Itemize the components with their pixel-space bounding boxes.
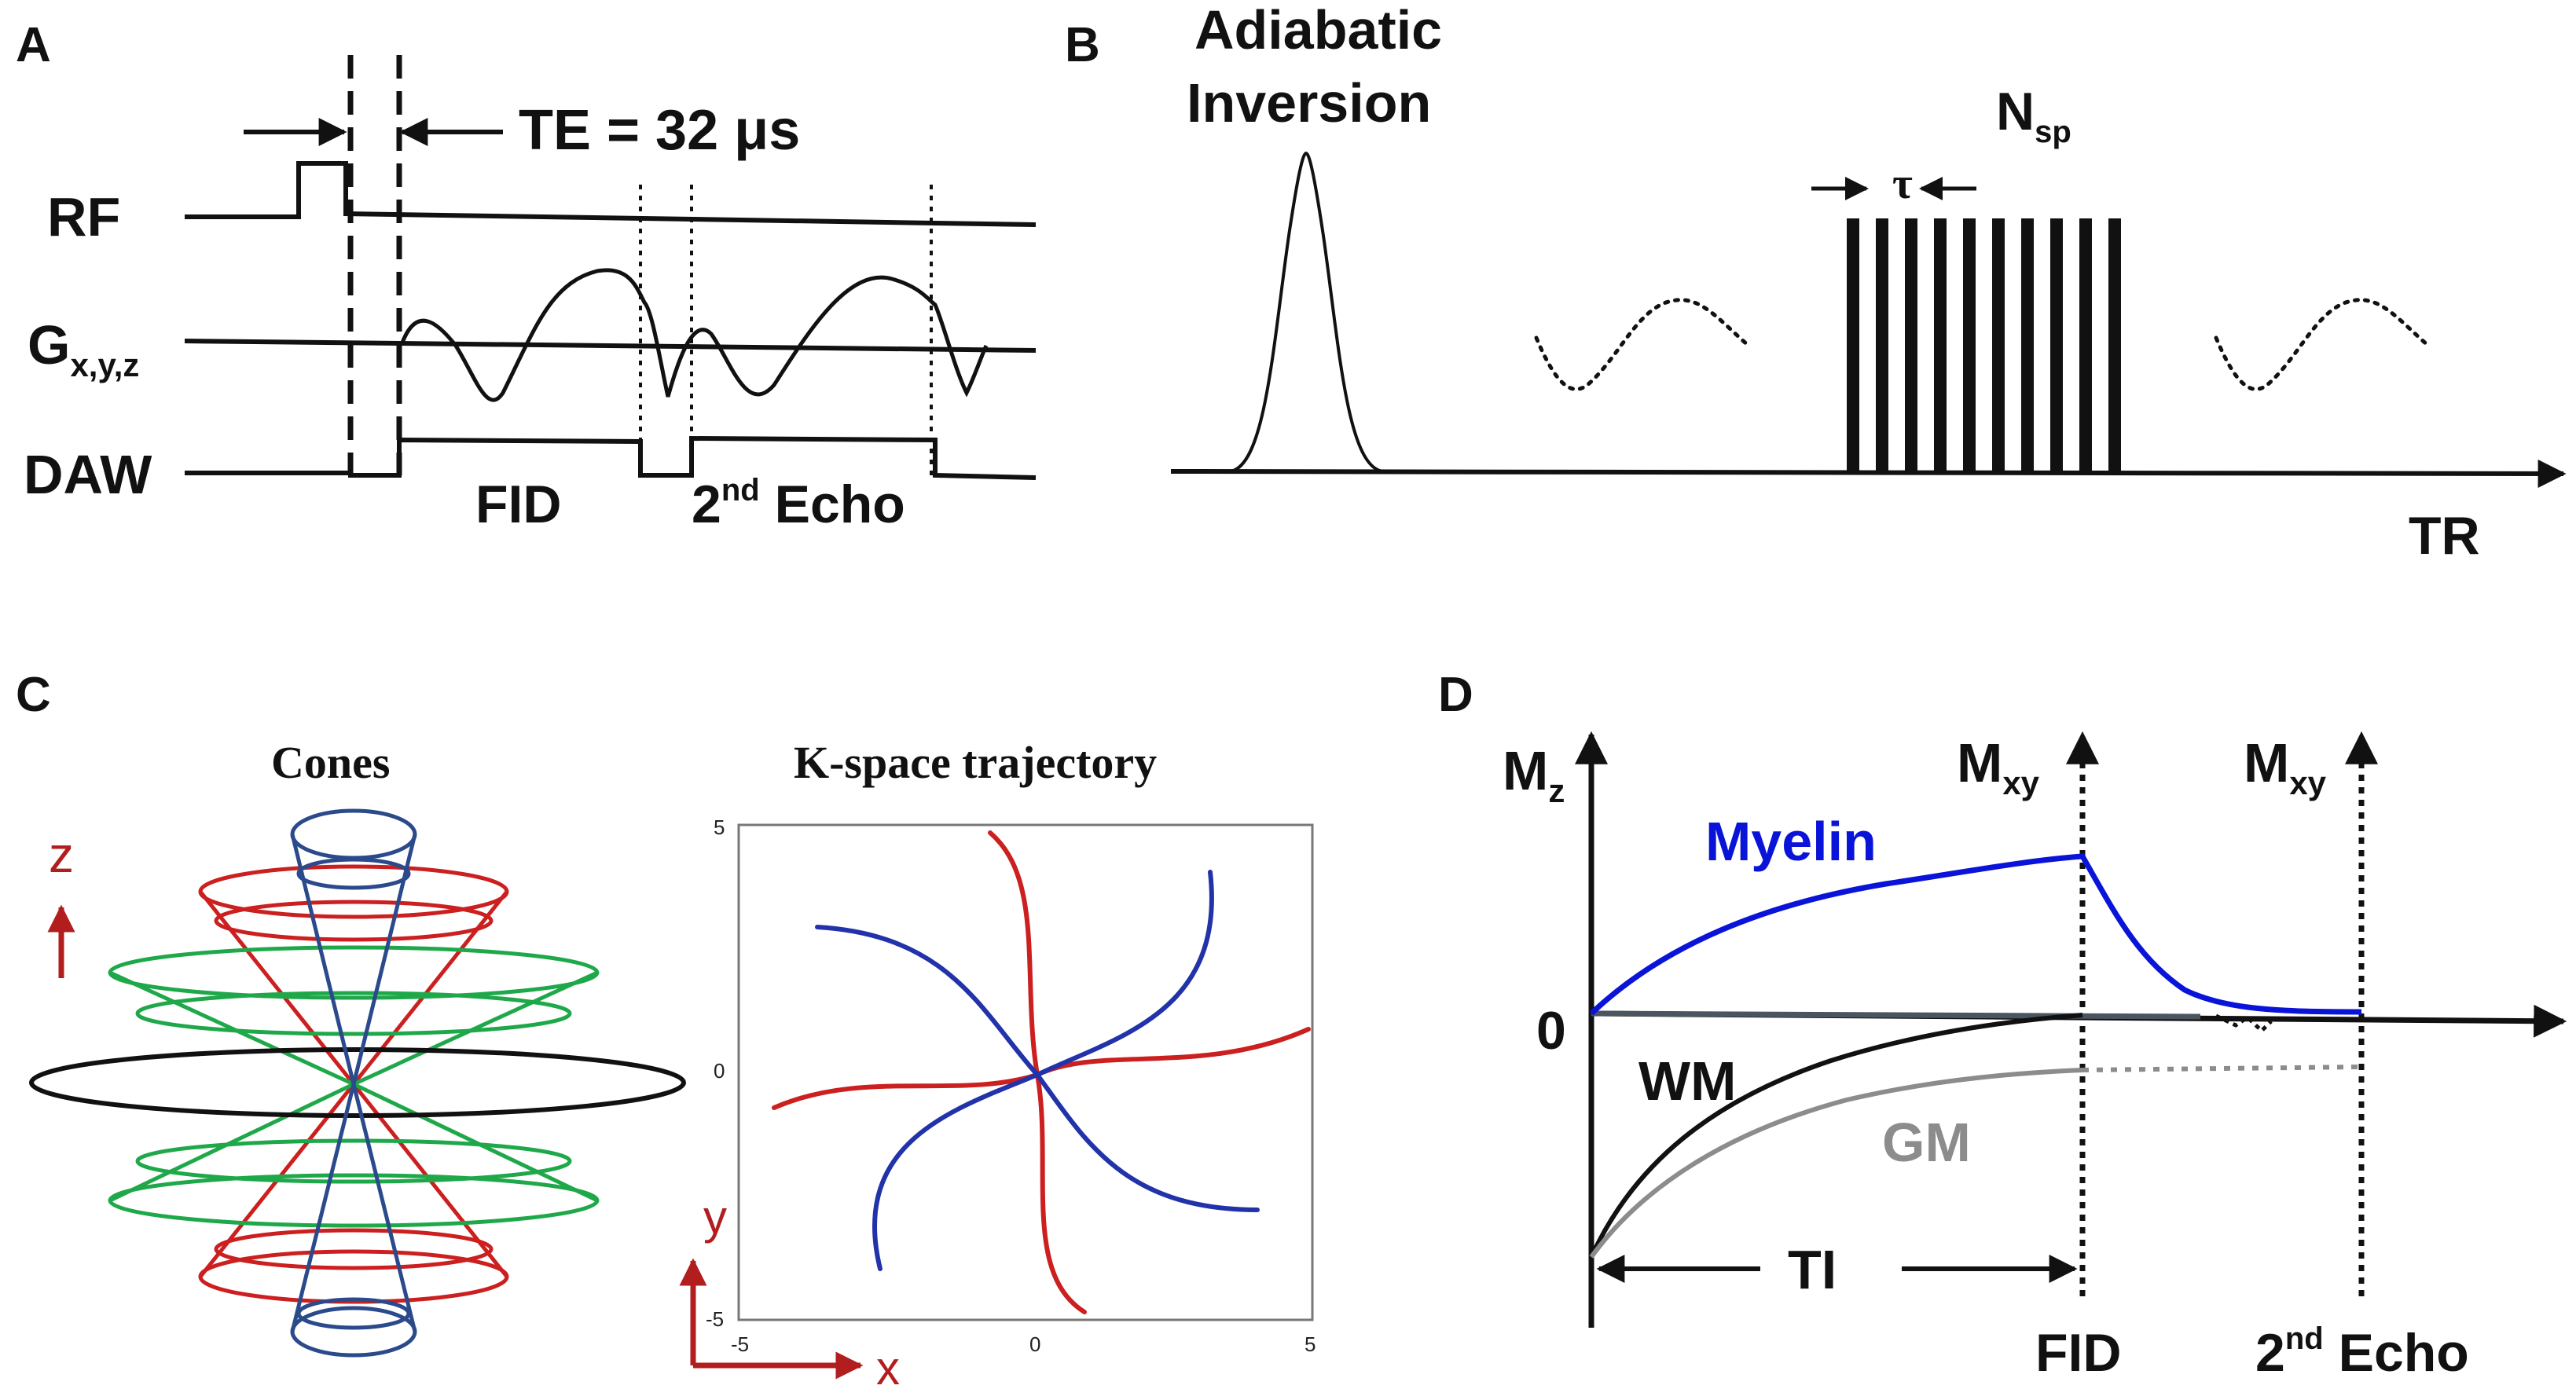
kspace-y-axis-label: y: [703, 1191, 727, 1244]
te-label: TE = 32 μs: [519, 99, 800, 162]
spiral-blue-1: [815, 925, 1040, 1077]
green-cones: [108, 945, 600, 1228]
pulse-4: [1934, 218, 1947, 471]
mxy-sub-fid: xy: [2002, 764, 2039, 801]
second-echo-label-a: 2nd Echo: [692, 473, 905, 534]
mz-main: M: [1503, 740, 1548, 801]
gradient-baseline: [184, 339, 1037, 353]
daw-waveform: [185, 435, 1037, 480]
panel-d: D Mz 0 Mxy Mxy Myelin WM GM TI FID 2nd E…: [1438, 668, 2567, 1383]
tau-label: τ: [1892, 159, 1913, 208]
pulse-7: [2021, 218, 2034, 471]
kspace-x-axis-label: x: [876, 1342, 900, 1395]
inversion-pulse: [1229, 151, 1384, 473]
mxy-main-echo: M: [2244, 732, 2289, 793]
echo-num-a: 2: [692, 475, 721, 534]
pulse-2: [1876, 218, 1888, 471]
rf-label: RF: [47, 186, 120, 247]
daw-label: DAW: [24, 444, 152, 505]
mxy-sub-echo: xy: [2289, 764, 2326, 801]
kspace-plot-frame: [737, 823, 1314, 1321]
panel-b-letter: B: [1065, 18, 1100, 72]
spiral-red-1: [988, 830, 1040, 1077]
mz-label: Mz: [1503, 740, 1565, 809]
baseline-break: [2215, 1013, 2273, 1034]
second-echo-label-d: 2nd Echo: [2255, 1321, 2469, 1383]
grad-label: Gx,y,z: [28, 314, 139, 383]
zero-label: 0: [1536, 1001, 1566, 1061]
spiral-red-3: [1035, 1072, 1087, 1314]
tr-axis: [1170, 459, 2567, 488]
kspace-xtick-neg5: -5: [731, 1332, 749, 1356]
echo-num-d: 2: [2255, 1323, 2285, 1383]
fid-label-a: FID: [475, 475, 562, 534]
tr-label: TR: [2409, 506, 2480, 566]
kspace-ytick-neg5: -5: [706, 1307, 724, 1331]
spiral-red-2: [1035, 1027, 1311, 1077]
echo-sup-a: nd: [721, 473, 760, 508]
panel-a-letter: A: [16, 18, 51, 72]
spiral-blue-3: [1035, 1072, 1260, 1212]
kspace-ticks: -5 0 5 5 0 -5: [706, 815, 1316, 1356]
recovery-wave-1: [1534, 298, 1751, 391]
rf-waveform: [185, 161, 1037, 227]
pulse-8: [2050, 218, 2063, 471]
mxy-label-echo: Mxy: [2244, 732, 2327, 801]
gm-curve: [1589, 1068, 2083, 1259]
cones-title: Cones: [271, 737, 390, 788]
adiabatic-label-line1: Adiabatic: [1194, 0, 1442, 60]
nsp-main: N: [1996, 82, 2035, 141]
flat-disk: [29, 1047, 686, 1118]
echo-word-a: Echo: [760, 475, 905, 534]
mz-sub: z: [1548, 772, 1565, 809]
pulse-5: [1963, 218, 1976, 471]
grad-label-main: G: [28, 314, 70, 376]
panel-d-letter: D: [1438, 668, 1473, 722]
echo-word-d: Echo: [2324, 1323, 2469, 1383]
gradient-waveform: [400, 268, 989, 402]
fid-label-d: FID: [2035, 1323, 2122, 1383]
spiral-blue-4: [872, 1072, 1040, 1271]
mxy-main-fid: M: [1957, 732, 2002, 793]
spiral-red-4: [772, 1072, 1040, 1110]
adiabatic-label-line2: Inversion: [1187, 72, 1431, 134]
kspace-xtick-5: 5: [1305, 1332, 1316, 1356]
zero-baseline: [1591, 1010, 2201, 1020]
red-cones: [198, 864, 509, 1304]
panel-c-letter: C: [16, 668, 51, 722]
kspace-ytick-0: 0: [714, 1059, 725, 1083]
cones-z-axis-label: z: [49, 826, 74, 883]
kspace-ytick-5: 5: [714, 815, 725, 839]
panel-b: B Adiabatic Inversion Nsp τ TR: [1065, 0, 2567, 566]
wm-curve: [1589, 1013, 2083, 1259]
blue-cones: [290, 808, 417, 1358]
cones-drawing: [29, 808, 686, 1358]
pulse-9: [2079, 218, 2092, 471]
echo-sup-d: nd: [2285, 1321, 2324, 1356]
grad-label-sub: x,y,z: [70, 346, 139, 383]
gm-label: GM: [1882, 1112, 1971, 1173]
kspace-title: K-space trajectory: [794, 737, 1157, 788]
wm-label: WM: [1638, 1050, 1736, 1112]
pulse-10: [2108, 218, 2121, 471]
kspace-xtick-0: 0: [1029, 1332, 1040, 1356]
myelin-curve: [1589, 853, 2362, 1016]
gm-continuation: [2082, 1065, 2362, 1072]
panel-a: A TE = 32 μs RF Gx,y,z DAW FID 2nd Echo: [16, 18, 1037, 534]
kspace-spirals: [772, 830, 1311, 1314]
spiral-blue-2: [1035, 870, 1214, 1077]
mxy-label-fid: Mxy: [1957, 732, 2040, 801]
nsp-label: Nsp: [1996, 82, 2071, 149]
panel-c: C Cones z: [16, 668, 1316, 1395]
pulse-train: [1847, 218, 2121, 471]
pulse-1: [1847, 218, 1859, 471]
pulse-6: [1992, 218, 2005, 471]
nsp-sub: sp: [2035, 115, 2071, 149]
recovery-wave-2: [2214, 298, 2431, 391]
pulse-3: [1905, 218, 1917, 471]
ti-label: TI: [1788, 1239, 1837, 1300]
myelin-label: Myelin: [1705, 811, 1877, 872]
